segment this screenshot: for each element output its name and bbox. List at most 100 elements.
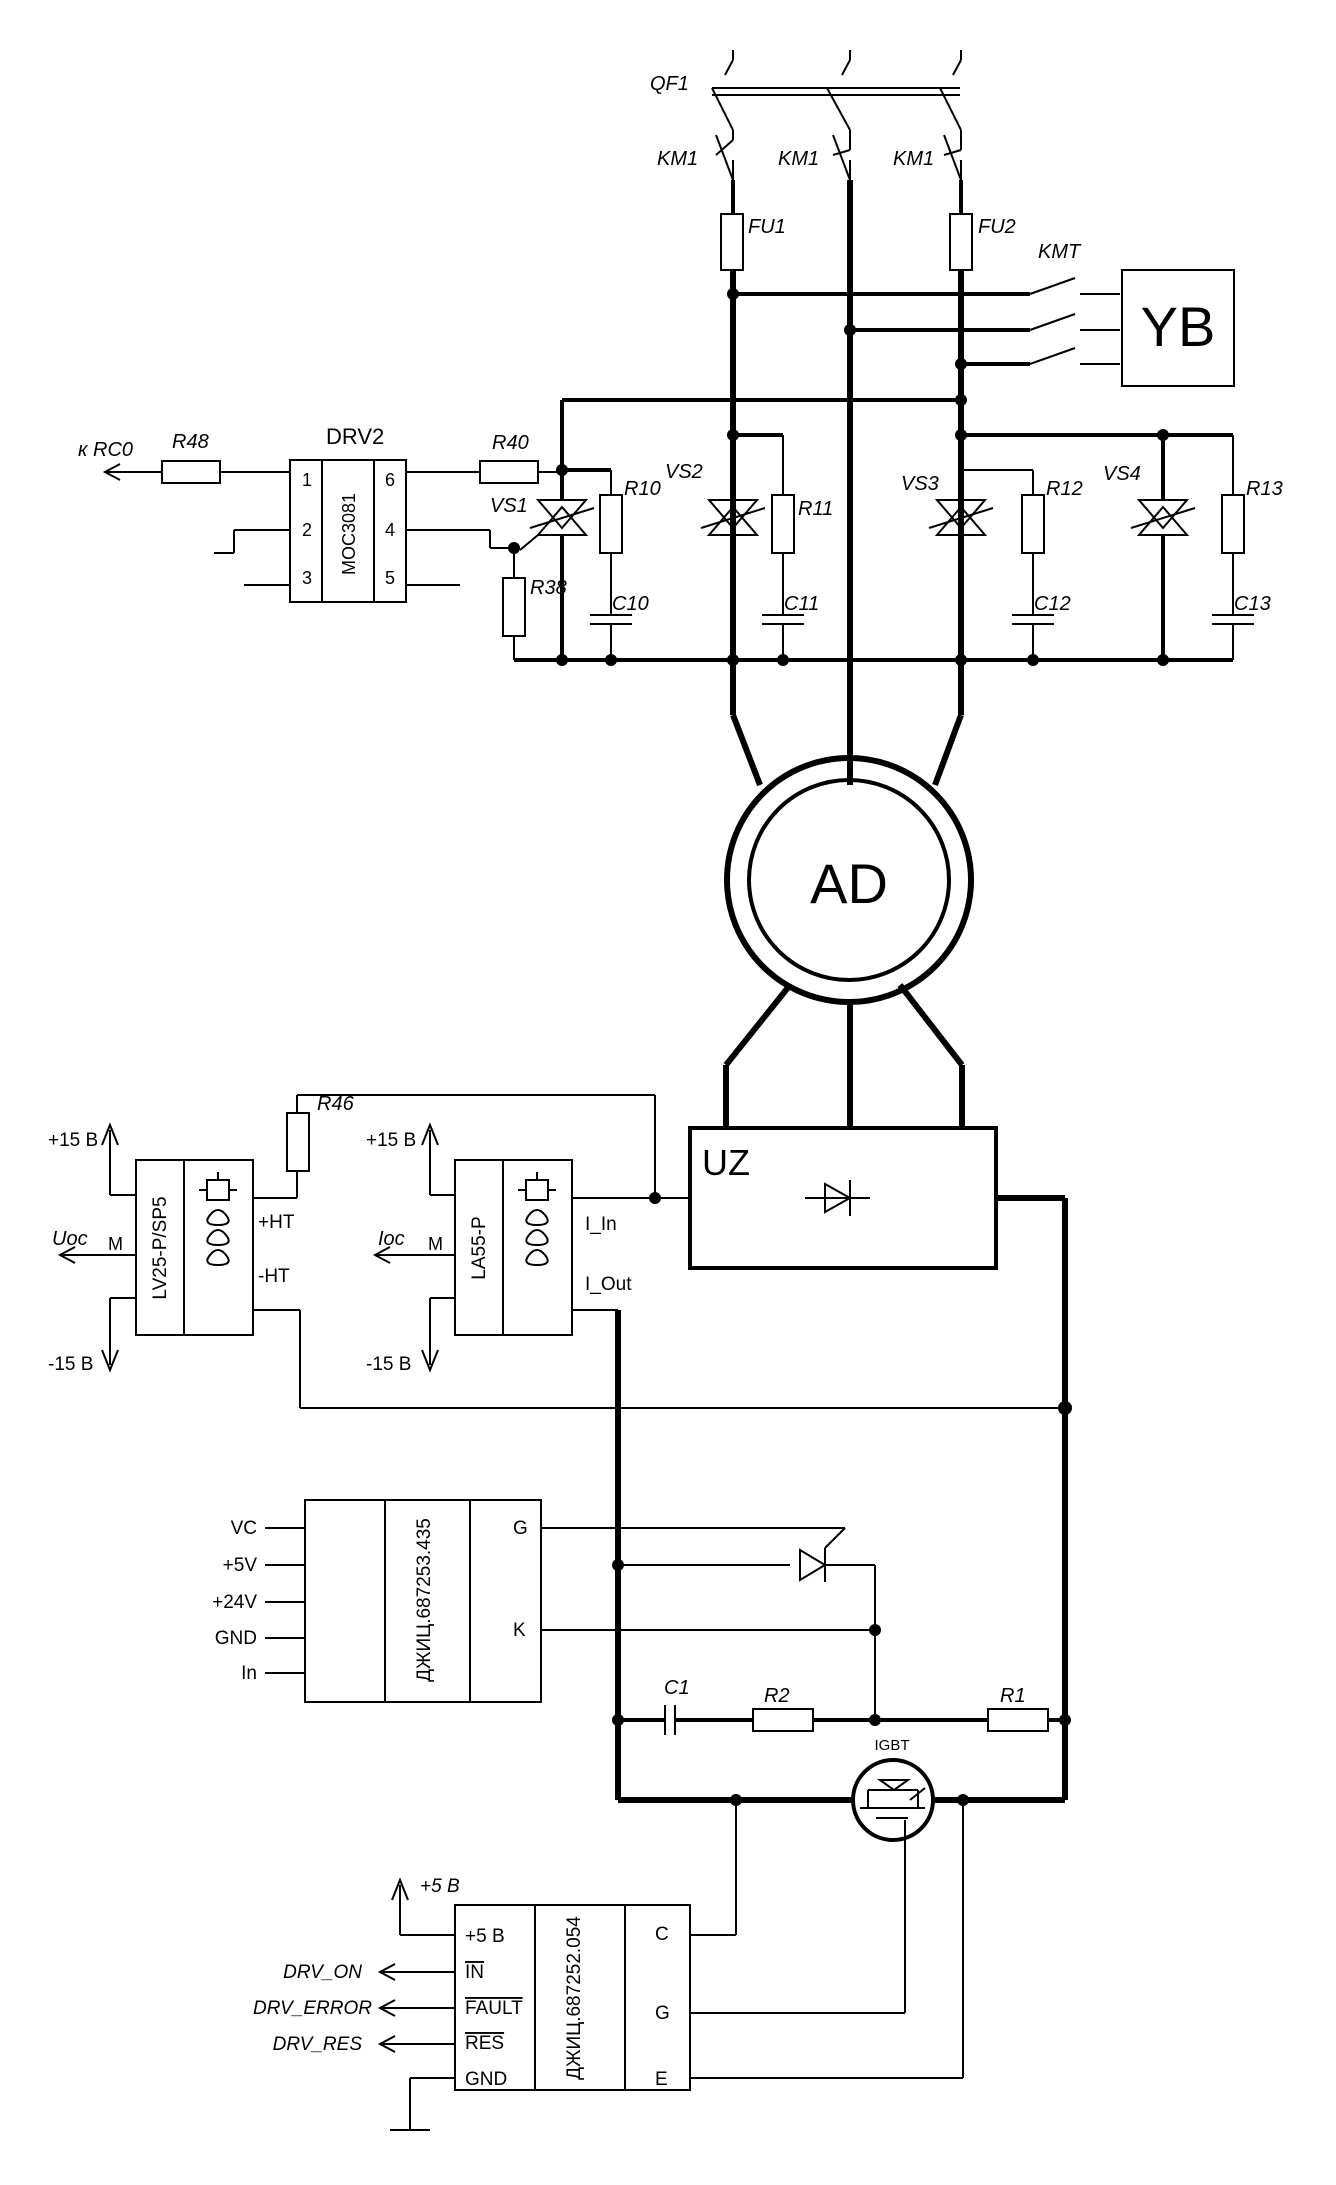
- djic-435-label: ДЖИЦ.687253.435: [414, 1518, 435, 1682]
- vs1-triac: [519, 499, 595, 551]
- snubber-r10-c10: [590, 470, 632, 660]
- vs2-triac: [700, 499, 766, 536]
- qf1-breaker: [711, 50, 962, 140]
- yb-brake-box: [1121, 269, 1235, 387]
- ad-label: AD: [810, 852, 888, 915]
- km1-label-c: KM1: [893, 148, 934, 170]
- plus15-mid-label: +15 В: [366, 1130, 416, 1151]
- drv2-label: DRV2: [326, 424, 384, 449]
- p5b-in-label: +5 В: [465, 1926, 505, 1947]
- djic-054-driver: [454, 1904, 691, 2091]
- p5v-label: +5V: [223, 1555, 258, 1576]
- res-label: RES: [465, 2033, 504, 2054]
- minus15-mid-label: -15 В: [366, 1354, 411, 1375]
- fu1-fuse: [720, 213, 744, 271]
- qf1-label: QF1: [650, 73, 689, 95]
- gnd1-label: GND: [215, 1628, 257, 1649]
- fault-label: FAULT: [465, 1998, 523, 2019]
- vs2-label: VS2: [665, 461, 703, 483]
- g2-label: G: [655, 2003, 670, 2024]
- vs1-label: VS1: [490, 495, 528, 517]
- c10-label: C10: [612, 593, 649, 615]
- r46-resistor: [286, 1112, 310, 1172]
- r48-label: R48: [172, 431, 209, 453]
- r2-resistor: [752, 1708, 814, 1732]
- moc3081-label: MOC3081: [339, 493, 359, 575]
- r38-label: R38: [530, 577, 567, 599]
- minus15-left-label: -15 В: [48, 1354, 93, 1375]
- km1-label-b: KM1: [778, 148, 819, 170]
- vs4-label: VS4: [1103, 463, 1141, 485]
- r12-label: R12: [1046, 478, 1083, 500]
- kmt-contacts: [1029, 277, 1120, 365]
- djic-435-driver: [304, 1499, 542, 1703]
- uoc-label: Uoc: [52, 1228, 88, 1250]
- lv25-label: LV25-P/SP5: [150, 1196, 171, 1299]
- km1-label-a: KM1: [657, 148, 698, 170]
- drv-on-label: DRV_ON: [283, 1962, 362, 1983]
- coil-icon: [525, 1209, 549, 1267]
- km1-contacts: [715, 134, 962, 181]
- drv-res-label: DRV_RES: [273, 2034, 363, 2055]
- e2-label: E: [655, 2069, 668, 2090]
- pin-5: 5: [385, 568, 395, 588]
- yb-label: YB: [1141, 295, 1216, 358]
- r40-label: R40: [492, 432, 529, 454]
- p5b-top-label: +5 В: [420, 1876, 460, 1897]
- fu2-fuse: [949, 213, 973, 271]
- r1-label: R1: [1000, 1685, 1026, 1707]
- c2-label: C: [655, 1924, 669, 1945]
- pin-3: 3: [302, 568, 312, 588]
- m-left-label: M: [108, 1234, 123, 1254]
- r10-label: R10: [624, 478, 661, 500]
- i-in-label: I_In: [585, 1214, 617, 1235]
- igbt-symbol-icon: [860, 1779, 926, 1819]
- r1-resistor: [987, 1708, 1049, 1732]
- uz-label: UZ: [702, 1142, 750, 1183]
- r2-label: R2: [764, 1685, 790, 1707]
- fu1-label: FU1: [748, 216, 786, 238]
- p24v-label: +24V: [212, 1592, 257, 1613]
- snubber-r12-c12: [961, 469, 1054, 660]
- kmt-label: KMT: [1038, 241, 1082, 263]
- coil-icon: [206, 1209, 230, 1267]
- r11-label: R11: [798, 498, 833, 520]
- pin-1: 1: [302, 470, 312, 490]
- to-rc0-label: к RC0: [78, 439, 133, 461]
- vs3-label: VS3: [901, 473, 939, 495]
- r48-resistor: [161, 460, 221, 484]
- gnd2-label: GND: [465, 2069, 507, 2090]
- c11-label: C11: [784, 593, 819, 615]
- plus15-left-label: +15 В: [48, 1130, 98, 1151]
- g1-label: G: [513, 1518, 528, 1539]
- pin-2: 2: [302, 520, 312, 540]
- r38-resistor: [502, 577, 526, 637]
- vc-label: VC: [231, 1518, 257, 1539]
- ad-motor-inner: [747, 778, 951, 982]
- ioc-label: Ioc: [378, 1228, 405, 1250]
- plus-ht-label: +HT: [258, 1212, 295, 1233]
- c12-label: C12: [1034, 593, 1071, 615]
- djic-054-label: ДЖИЦ.687252.054: [564, 1916, 585, 2080]
- pin-6: 6: [385, 470, 395, 490]
- snubber-r13-c13: [1212, 435, 1254, 660]
- m-mid-label: M: [428, 1234, 443, 1254]
- r40-resistor: [479, 460, 539, 484]
- snubber-r11-c11: [762, 435, 804, 660]
- c1-label: C1: [664, 1677, 690, 1699]
- r46-label: R46: [317, 1093, 355, 1115]
- la55-label: LA55-P: [469, 1216, 490, 1279]
- desat-diode-icon: [799, 1527, 846, 1582]
- vs3-triac: [928, 499, 994, 536]
- c13-label: C13: [1234, 593, 1271, 615]
- drv-error-label: DRV_ERROR: [253, 1998, 372, 2019]
- minus-ht-label: -HT: [258, 1266, 290, 1287]
- pin-4: 4: [385, 520, 395, 540]
- uz-diode-icon: [805, 1180, 870, 1216]
- k1-label: K: [513, 1620, 526, 1641]
- vs4-triac: [1130, 499, 1196, 536]
- in2-label: IN: [465, 1962, 484, 1983]
- i-out-label: I_Out: [585, 1274, 632, 1295]
- igbt-label: IGBT: [874, 1737, 909, 1754]
